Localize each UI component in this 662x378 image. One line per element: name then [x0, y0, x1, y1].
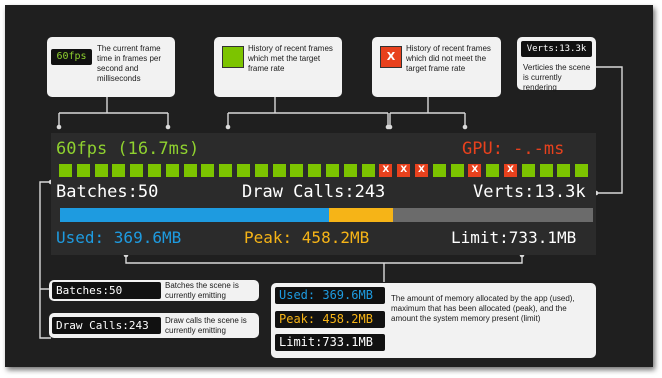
stats-panel	[51, 133, 596, 255]
frame-ok-square	[575, 164, 589, 177]
frames-met-callout: History of recent frames which met the t…	[214, 37, 342, 97]
frames-missed-description: History of recent frames which did not m…	[406, 44, 491, 73]
frame-ok-square	[361, 164, 375, 177]
frames-met-description: History of recent frames which met the t…	[248, 44, 333, 73]
frame-ok-square	[432, 164, 446, 177]
frame-ok-square	[254, 164, 268, 177]
draw-calls-chip: Draw Calls:243	[52, 317, 161, 334]
frame-ok-square	[165, 164, 179, 177]
frame-ok-square	[272, 164, 286, 177]
frame-ok-square	[219, 164, 233, 177]
frame-ok-square	[290, 164, 304, 177]
batches-readout: Batches:50	[56, 182, 159, 202]
frame-ok-square	[237, 164, 250, 177]
frame-ok-square	[201, 164, 215, 177]
frame-ok-square	[326, 164, 339, 177]
frame-missed-square: X	[397, 164, 411, 177]
batches-chip: Batches:50	[52, 282, 161, 299]
frame-ok-square	[76, 164, 90, 177]
frame-ok-swatch	[222, 46, 244, 68]
frame-ok-square	[94, 164, 108, 177]
memory-peak-segment	[328, 208, 394, 222]
memory-peak-readout: Peak: 458.2MB	[244, 228, 370, 247]
frame-ok-square	[557, 164, 571, 177]
batches-callout: Batches:50 Batches the scene is currentl…	[49, 280, 259, 301]
frame-missed-square: X	[379, 164, 393, 177]
frame-ok-square	[450, 164, 464, 177]
frame-ok-square	[148, 164, 161, 177]
verts-callout: Verts:13.3k Verticies the scene is curre…	[517, 37, 596, 92]
frame-ok-square	[308, 164, 322, 177]
frame-missed-square: X	[504, 164, 517, 177]
memory-limit-readout: Limit:733.1MB	[451, 228, 577, 247]
frame-ok-square	[130, 164, 144, 177]
batches-description: Batches the scene is currently emitting	[165, 281, 239, 300]
fps-readout: 60fps (16.7ms)	[56, 139, 200, 159]
frame-ok-square	[183, 164, 197, 177]
frame-ok-square	[521, 164, 535, 177]
verts-chip: Verts:13.3k	[521, 41, 592, 57]
memory-peak-chip: Peak: 458.2MB	[275, 311, 385, 328]
fps-chip: 60fps	[51, 49, 92, 65]
memory-limit-chip: Limit:733.1MB	[275, 334, 385, 351]
draw-calls-description: Draw calls the scene is currently emitti…	[165, 316, 247, 335]
frame-missed-square: X	[468, 164, 482, 177]
memory-used-segment	[60, 208, 329, 222]
frame-ok-square	[539, 164, 553, 177]
memory-description: The amount of memory allocated by the ap…	[391, 294, 575, 323]
frame-ok-square	[59, 164, 72, 177]
frame-missed-icon: X	[380, 46, 402, 68]
draw-calls-callout: Draw Calls:243 Draw calls the scene is c…	[49, 313, 259, 338]
frame-missed-square: X	[415, 164, 428, 177]
frames-missed-callout: X History of recent frames which did not…	[372, 37, 501, 97]
frame-ok-square	[343, 164, 357, 177]
frame-ok-square	[112, 164, 126, 177]
gpu-readout: GPU: -.-ms	[462, 139, 565, 159]
memory-bar	[60, 208, 593, 222]
memory-used-chip: Used: 369.6MB	[275, 287, 385, 304]
memory-used-readout: Used: 369.6MB	[56, 228, 182, 247]
frame-ok-square	[486, 164, 500, 177]
fps-description: The current frame time in frames per sec…	[97, 44, 162, 83]
verts-readout: Verts:13.3k	[473, 182, 586, 202]
fps-callout: 60fps The current frame time in frames p…	[47, 37, 175, 97]
verts-description: Verticies the scene is currently renderi…	[523, 63, 591, 92]
memory-callout: Used: 369.6MB Peak: 458.2MB Limit:733.1M…	[271, 283, 596, 358]
draw-calls-readout: Draw Calls:243	[242, 182, 386, 202]
